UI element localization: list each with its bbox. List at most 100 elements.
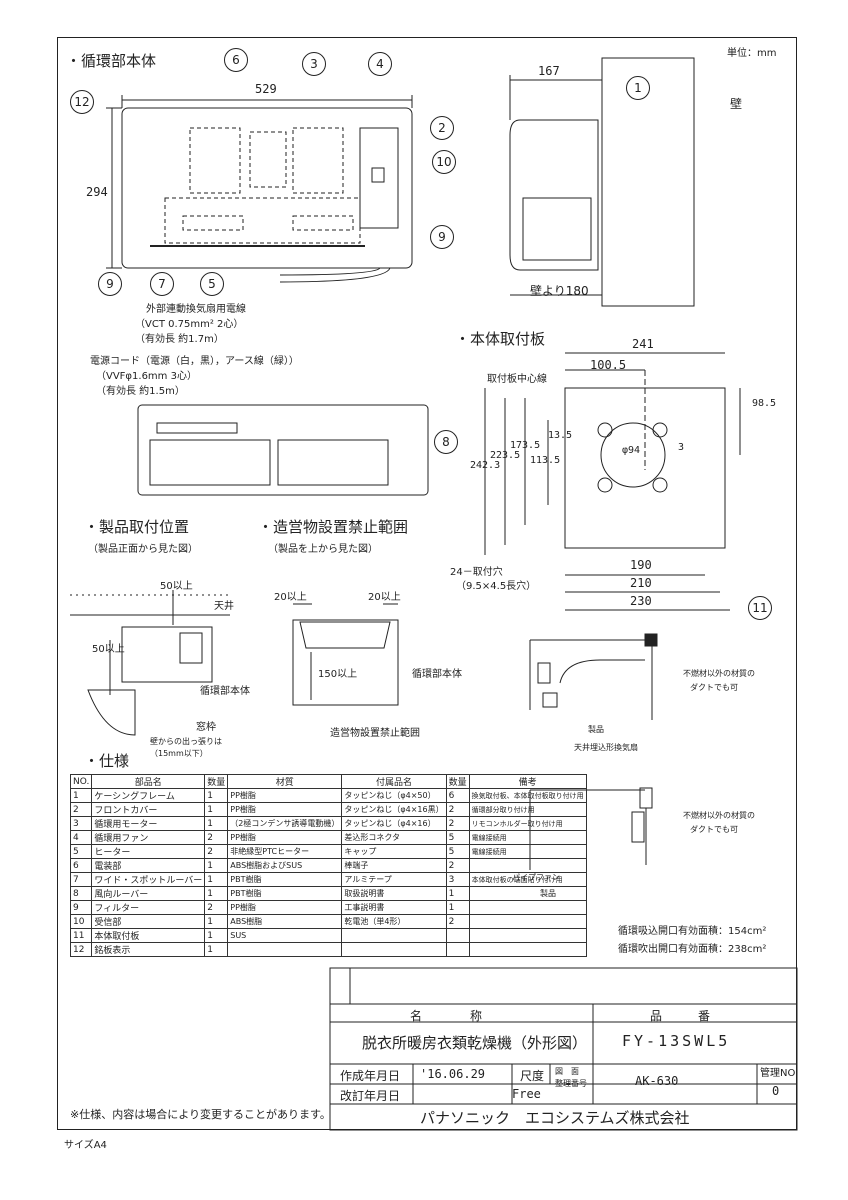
spec-cell: フロントカバー <box>91 802 206 817</box>
spec-cell <box>468 886 587 901</box>
cable-ext-name: 外部連動換気扇用電線 <box>146 304 246 315</box>
spec-cell <box>468 900 587 915</box>
pos-protrude-max: （15mm以下） <box>150 749 208 758</box>
dim-113-5: 113.5 <box>530 455 561 466</box>
install-ceiling-fan: 天井埋込形換気扇 <box>574 743 638 752</box>
callout-6: 6 <box>224 48 248 72</box>
spec-cell: 2 <box>445 858 470 873</box>
spec-cell: 4 <box>69 830 93 845</box>
callout-5: 5 <box>200 272 224 296</box>
spec-cell: タッピンねじ（φ4×16） <box>341 816 447 831</box>
section-position-sub: （製品正面から見た図） <box>88 544 198 555</box>
install-material-1: 不燃材以外の材質の <box>683 669 755 678</box>
revised-date-label: 改訂年月日 <box>340 1089 401 1103</box>
spec-cell <box>468 858 587 873</box>
spec-cell: 循環部分取り付け用 <box>468 802 587 817</box>
spec-cell: 8 <box>69 886 93 901</box>
spec-cell: ヒーター <box>91 844 206 859</box>
spec-header-cell: 備考 <box>468 774 587 789</box>
dim-167: 167 <box>538 64 560 78</box>
spec-cell: 2 <box>204 900 229 915</box>
spec-cell: 5 <box>445 830 470 845</box>
paper-size: サイズA4 <box>64 1140 107 1151</box>
spec-cell: 1 <box>204 858 229 873</box>
spec-cell: 非絶縁型PTCヒーター <box>227 844 343 859</box>
spec-cell: 風向ルーバー <box>91 886 206 901</box>
spec-cell: ワイド・スポットルーバー <box>91 872 206 887</box>
spec-cell: PP樹脂 <box>227 788 343 803</box>
dim-294: 294 <box>86 185 108 199</box>
plate-center-line: 取付板中心線 <box>487 374 547 385</box>
spec-cell: 棒端子 <box>341 858 447 873</box>
spec-cell: タッピンねじ（φ4×16黒） <box>341 802 447 817</box>
mgmt-label: 管理NO. <box>760 1068 799 1079</box>
power-cord-spec: （VVFφ1.6mm 3心） <box>96 371 197 382</box>
spec-cell: 9 <box>69 900 93 915</box>
install-duct-2: ダクトでも可 <box>690 825 738 834</box>
spec-cell <box>445 942 470 957</box>
spec-header-cell: 部品名 <box>91 774 206 789</box>
spec-cell: 差込形コネクタ <box>341 830 447 845</box>
spec-cell: 2 <box>204 830 229 845</box>
power-cord-length: （有効長 約1.5m） <box>96 386 185 397</box>
spec-cell: 7 <box>69 872 93 887</box>
dim-242-3: 242.3 <box>470 460 501 471</box>
spec-cell: 工事説明書 <box>341 900 447 915</box>
spec-cell <box>468 928 587 943</box>
section-plate-title: ・本体取付板 <box>455 330 546 348</box>
drawing-label-1: 図 面 <box>555 1067 579 1076</box>
spec-cell: 10 <box>69 914 93 929</box>
spec-cell <box>445 928 470 943</box>
spec-cell: 循環用モーター <box>91 816 206 831</box>
spec-cell: 1 <box>204 942 229 957</box>
dim-3: 3 <box>678 442 685 453</box>
spec-cell: 1 <box>445 900 470 915</box>
spec-cell: 6 <box>445 788 470 803</box>
dim-98-5: 98.5 <box>752 398 777 409</box>
spec-cell: 11 <box>69 928 93 943</box>
dim-241: 241 <box>632 337 654 351</box>
spec-cell: 1 <box>204 872 229 887</box>
dim-223-5: 223.5 <box>490 450 521 461</box>
install-duct-1: ダクトでも可 <box>690 683 738 692</box>
spec-cell: 5 <box>445 844 470 859</box>
spec-cell: タッピンねじ（φ4×50） <box>341 788 447 803</box>
spec-cell: 電線接続用 <box>468 830 587 845</box>
made-date: '16.06.29 <box>420 1067 486 1081</box>
forbid-zone: 造営物設置禁止範囲 <box>330 728 420 739</box>
spec-cell: ABS樹脂およびSUS <box>227 858 343 873</box>
spec-cell <box>341 942 447 957</box>
spec-cell: アルミテープ <box>341 872 447 887</box>
spec-cell: 1 <box>204 928 229 943</box>
section-forbidden-title: ・造営物設置禁止範囲 <box>258 518 409 536</box>
spec-cell <box>227 942 343 957</box>
dim-phi94: φ94 <box>622 445 641 456</box>
spec-cell: 1 <box>204 788 229 803</box>
dim-wall-180: 壁より180 <box>530 284 589 298</box>
spec-cell: 12 <box>69 942 93 957</box>
cable-ext-length: （有効長 約1.7m） <box>135 334 224 345</box>
spec-cell: 6 <box>69 858 93 873</box>
callout-12: 12 <box>70 90 94 114</box>
spec-cell: 2 <box>445 816 470 831</box>
spec-cell: 電線接続用 <box>468 844 587 859</box>
pos-protrude: 壁からの出っ張りは <box>150 737 222 746</box>
pos-ceiling: 天井 <box>214 601 234 612</box>
section-position-title: ・製品取付位置 <box>84 518 190 536</box>
dim-230: 230 <box>630 594 652 608</box>
install-product-1: 製品 <box>588 725 604 734</box>
spec-cell: ケーシングフレーム <box>91 788 206 803</box>
cable-ext-spec: （VCT 0.75mm² 2心） <box>135 319 244 330</box>
spec-cell: 本体取付板の端面貼り付け用 <box>468 872 587 887</box>
dim-190: 190 <box>630 558 652 572</box>
callout-4: 4 <box>368 52 392 76</box>
spec-cell: リモコンホルダー取り付け用 <box>468 816 587 831</box>
